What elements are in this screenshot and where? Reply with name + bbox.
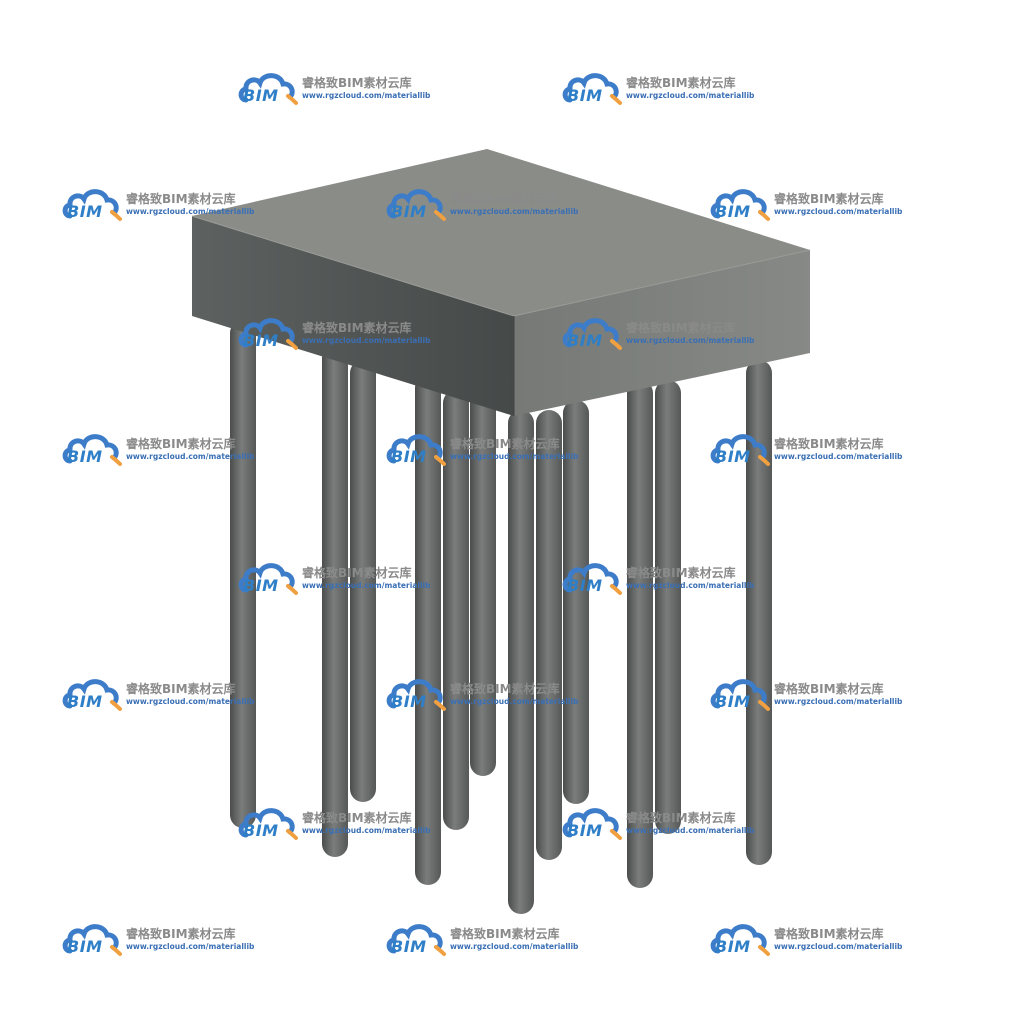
- cap-left-face: [192, 216, 514, 416]
- pile: [415, 375, 441, 885]
- cap-right-face: [514, 250, 810, 416]
- pile-cap: [191, 149, 811, 416]
- pile: [470, 390, 496, 776]
- pile: [536, 410, 562, 860]
- pile: [563, 400, 589, 804]
- pile: [746, 360, 772, 865]
- pile: [322, 345, 348, 857]
- cap-top-face: [192, 149, 810, 316]
- pile: [508, 410, 534, 914]
- pile: [627, 380, 653, 888]
- pile: [443, 390, 469, 830]
- pile: [655, 380, 681, 834]
- pile: [230, 320, 256, 828]
- pile: [350, 360, 376, 802]
